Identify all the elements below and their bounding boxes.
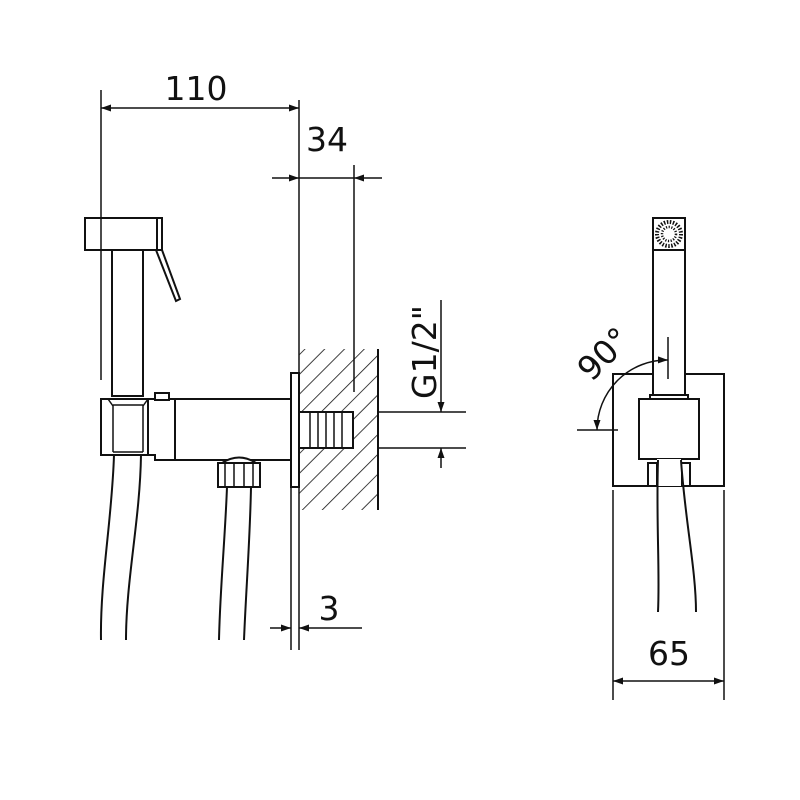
front-view: 90° 65: [569, 217, 725, 700]
threaded-connector: [298, 411, 354, 449]
spray-nozzle: [655, 220, 683, 248]
holder-tube-front: [652, 249, 686, 396]
side-view: 110 34 G1/2" 3: [84, 69, 466, 650]
dimension-65: 65: [612, 490, 725, 700]
dimension-label-thread: G1/2": [405, 305, 444, 399]
valve-block: [147, 398, 176, 461]
shower-head: [84, 217, 159, 251]
valve-cap: [154, 392, 170, 401]
dimension-thread: G1/2": [378, 300, 466, 468]
dimension-label-65: 65: [648, 634, 690, 673]
holder-tube: [111, 249, 144, 397]
shower-lever: [154, 249, 182, 303]
wall-flange: [290, 372, 300, 488]
hose-front: [656, 459, 697, 613]
dimension-label-3: 3: [319, 589, 340, 628]
hose-nut: [100, 398, 149, 456]
shower-lever-base: [156, 217, 163, 251]
dimension-label-110: 110: [165, 69, 228, 108]
hoses: [99, 454, 252, 641]
dimension-3: 3: [270, 487, 362, 650]
dimension-label-34: 34: [306, 120, 348, 159]
supply-fitting: [217, 456, 261, 488]
dimension-34: 34: [272, 120, 382, 392]
dimension-110: 110: [100, 69, 300, 650]
valve-body-front: [638, 398, 700, 460]
valve-body: [174, 398, 292, 461]
